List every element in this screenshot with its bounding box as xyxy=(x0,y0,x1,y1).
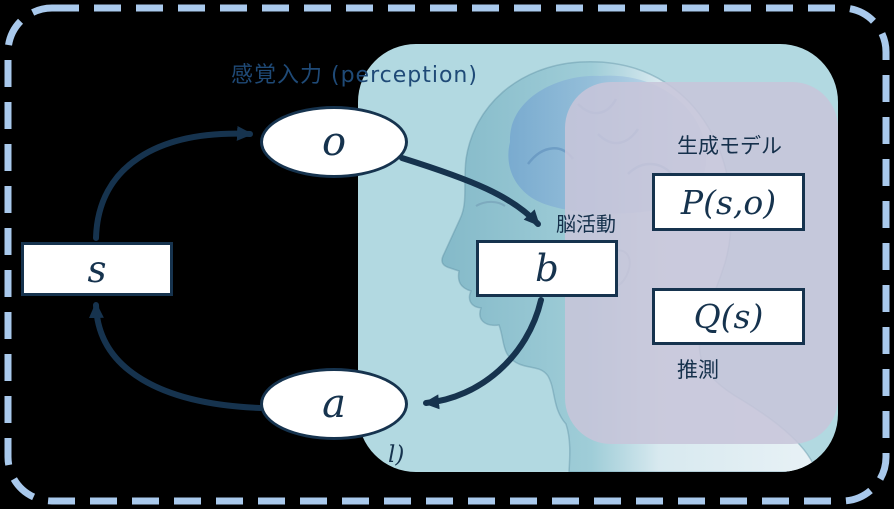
node-s: s xyxy=(21,242,173,296)
node-b: b xyxy=(476,240,618,297)
node-o-label: o xyxy=(321,119,347,165)
p-formula-box: P(s,o) xyxy=(652,173,805,231)
node-a-label: a xyxy=(322,381,346,427)
perception-title: 感覚入力 (perception) xyxy=(231,63,478,88)
q-formula: Q(s) xyxy=(693,297,764,336)
node-o: o xyxy=(260,106,408,178)
brain-activity-label: 脳活動 xyxy=(556,212,616,236)
q-formula-box: Q(s) xyxy=(652,288,805,345)
p-formula: P(s,o) xyxy=(680,182,777,222)
node-a: a xyxy=(260,368,408,440)
inference-label: 推測 xyxy=(677,358,719,382)
node-b-label: b xyxy=(535,247,559,290)
node-s-label: s xyxy=(87,247,107,291)
clipped-text-fragment: l) xyxy=(388,442,405,468)
generative-model-label: 生成モデル xyxy=(677,134,782,158)
